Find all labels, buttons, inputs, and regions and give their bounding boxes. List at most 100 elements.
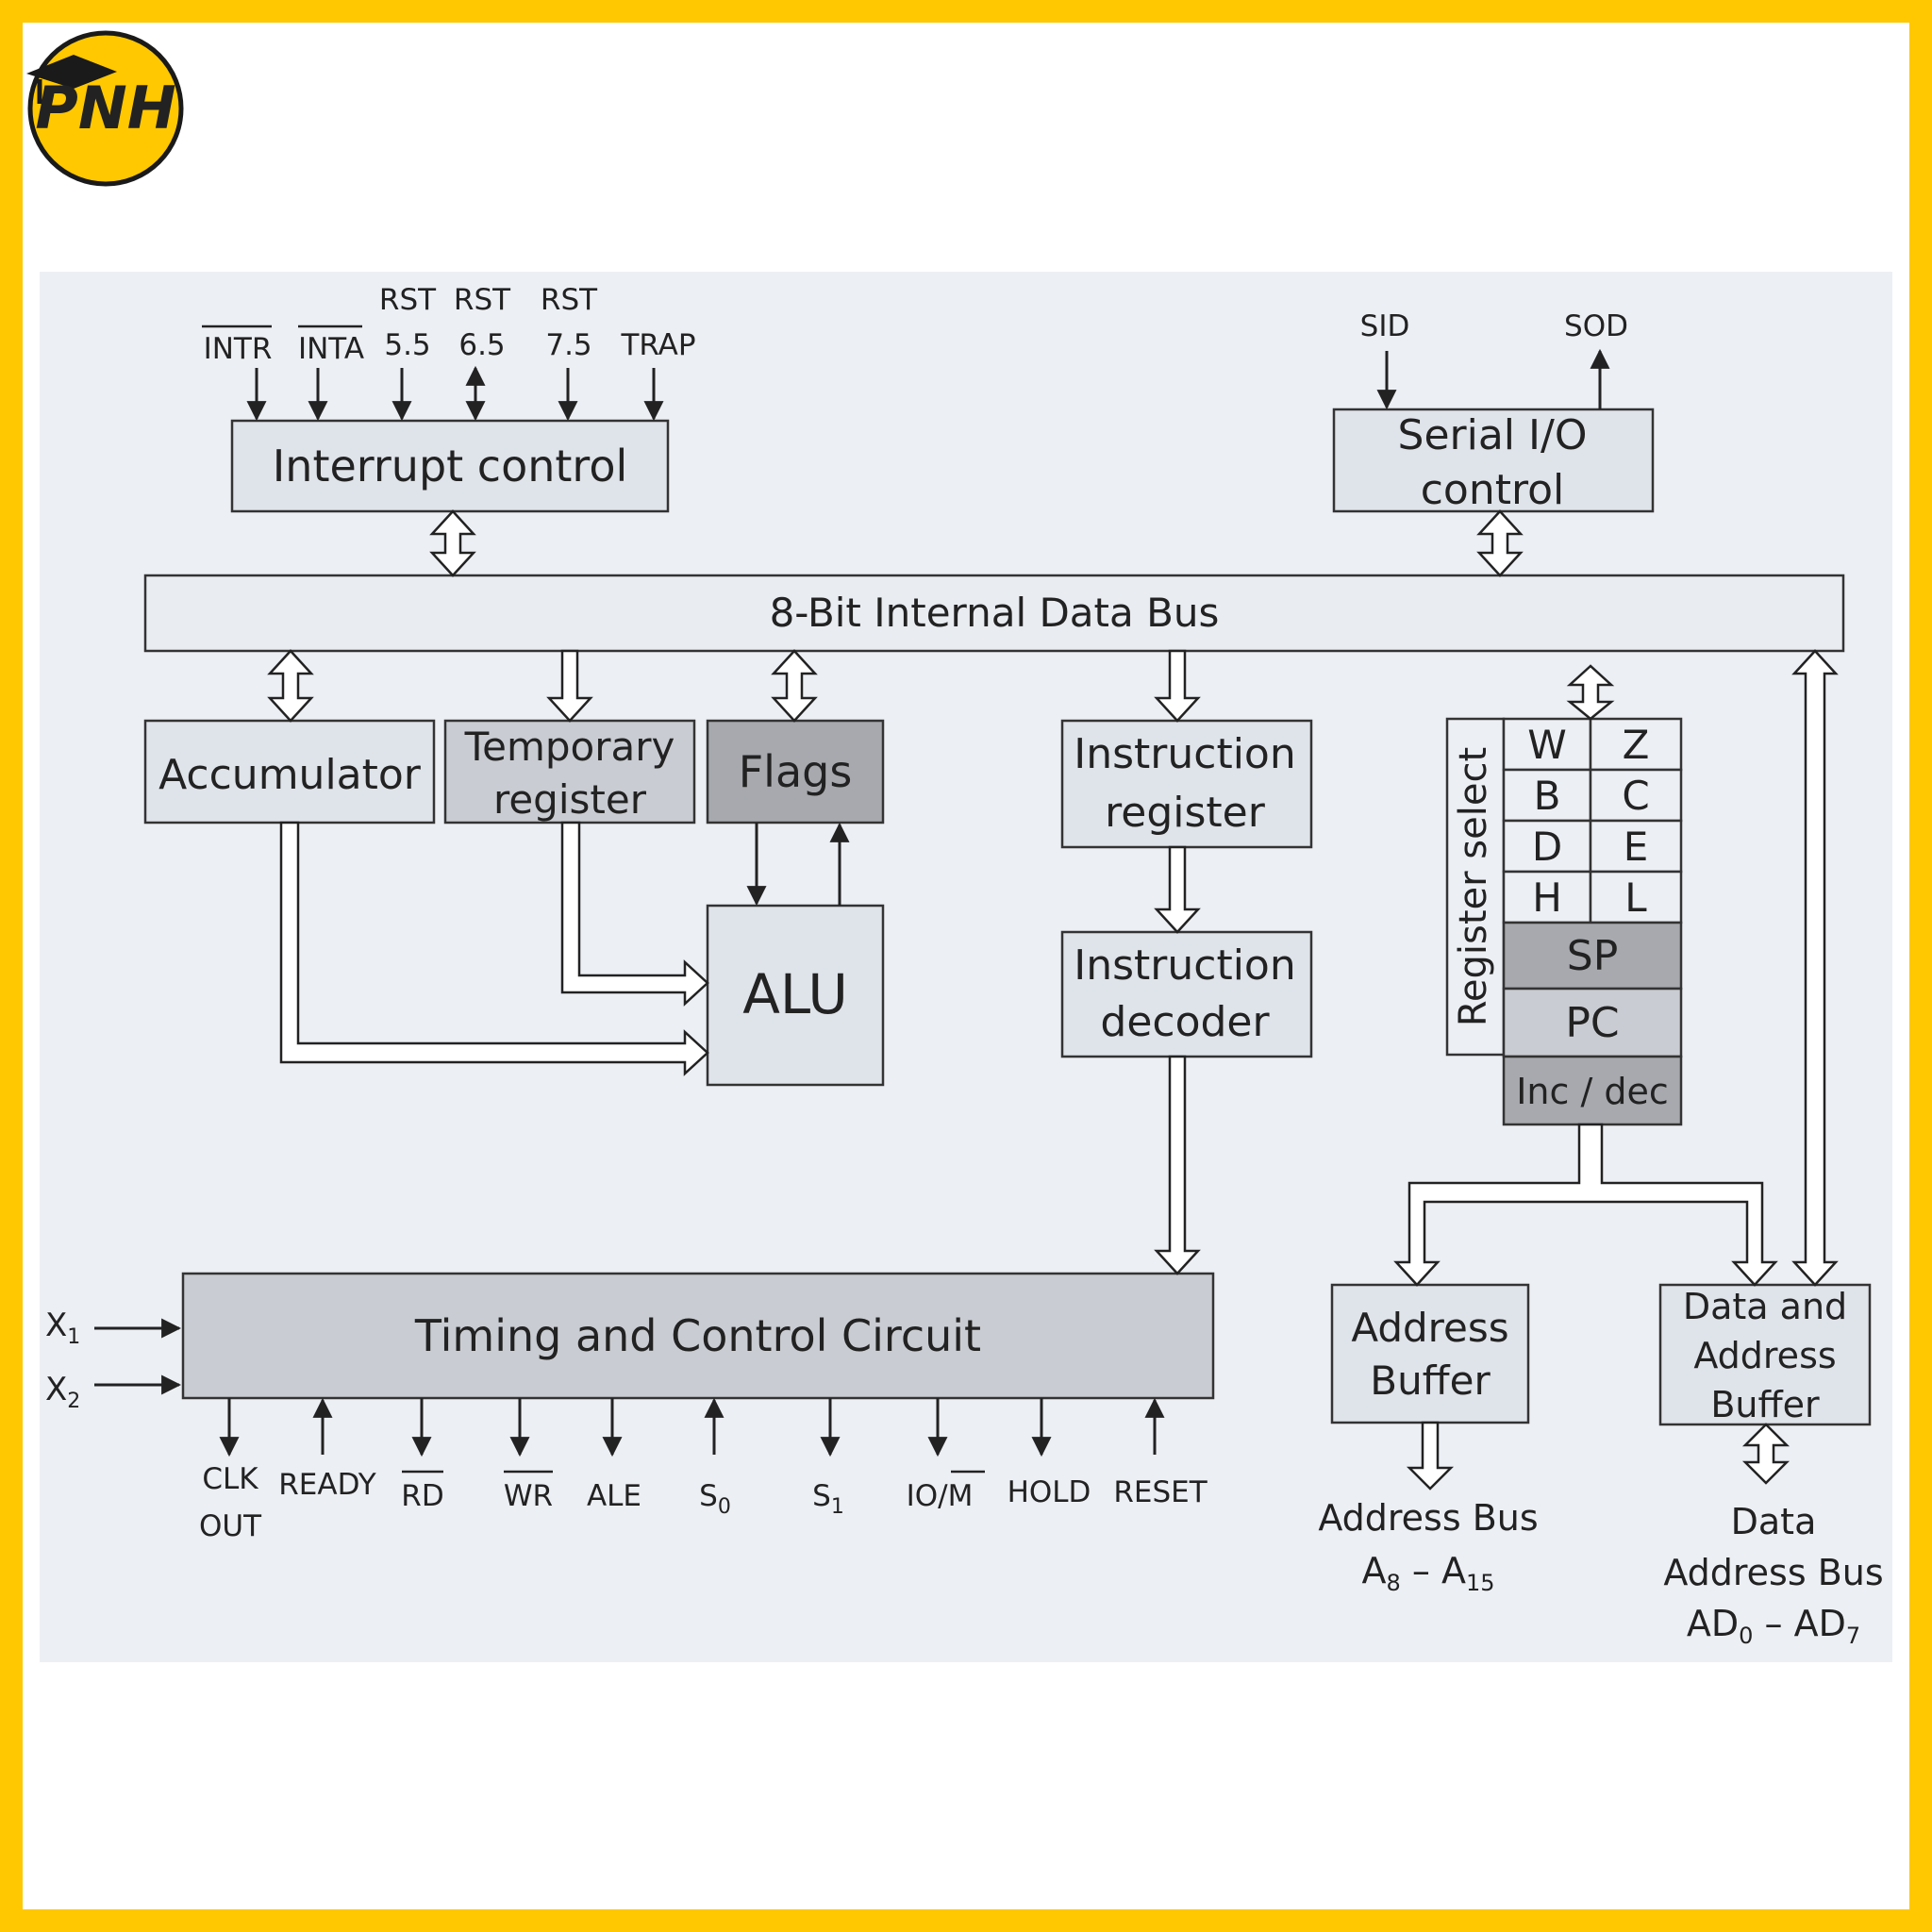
rst55-label-1: RST xyxy=(379,283,437,317)
decoder-timing-link xyxy=(1154,1055,1201,1275)
serial-io-title-1: Serial I/O xyxy=(1398,411,1588,459)
reg-z-label: Z xyxy=(1623,722,1650,768)
reset-label: RESET xyxy=(1113,1475,1208,1509)
alu-title: ALU xyxy=(742,962,848,1026)
bus-accumulator-link xyxy=(267,649,314,723)
ir-decoder-link xyxy=(1154,845,1201,934)
control-signal-labels: CLK OUT READY RD WR ALE S0 S1 IO/M HOLD … xyxy=(199,1462,1208,1543)
reg-e xyxy=(1589,819,1683,874)
bus-interrupt-link xyxy=(429,509,476,577)
logo-text: PNH xyxy=(35,74,175,142)
accumulator-box xyxy=(143,719,436,824)
reg-l-label: L xyxy=(1624,874,1647,921)
s1-label: S1 xyxy=(812,1479,844,1519)
sod-label: SOD xyxy=(1564,309,1628,343)
sp-label: SP xyxy=(1567,932,1618,980)
temp-alu-link xyxy=(560,821,709,1007)
bus-temp-link xyxy=(546,649,593,723)
data-bus-range: AD0 – AD7 xyxy=(1687,1603,1860,1649)
instruction-decoder-title-1: Instruction xyxy=(1074,941,1296,990)
box-titles: Interrupt control Serial I/O control 8-B… xyxy=(158,411,1847,1425)
reg-b-label: B xyxy=(1534,773,1561,819)
interrupt-control-title: Interrupt control xyxy=(273,441,628,491)
dabuf-bus-link xyxy=(1741,1423,1790,1485)
x2-label: X2 xyxy=(45,1371,80,1413)
rst75-label-2: 7.5 xyxy=(545,328,591,362)
register-select-label: Register select xyxy=(1452,747,1495,1026)
rst65-label-1: RST xyxy=(454,283,511,317)
reg-w-label: W xyxy=(1527,722,1567,768)
data-bus-label-1: Data xyxy=(1731,1501,1817,1542)
reg-h-label: H xyxy=(1532,874,1562,921)
flags-box xyxy=(706,719,885,824)
interrupt-labels: INTR INTA RST 5.5 RST 6.5 RST 7.5 TRAP xyxy=(202,283,696,366)
output-bus-labels: Address Bus A8 – A15 Data Address Bus AD… xyxy=(1318,1497,1883,1649)
address-bus-range: A8 – A15 xyxy=(1362,1550,1495,1596)
rd-label: RD xyxy=(401,1479,443,1513)
interrupt-control-box xyxy=(230,419,670,513)
instruction-register-title-2: register xyxy=(1105,789,1266,837)
temp-register-title-2: register xyxy=(493,776,647,823)
instruction-register-box xyxy=(1060,719,1313,849)
internal-bus-title: 8-Bit Internal Data Bus xyxy=(770,590,1220,636)
internal-data-bus xyxy=(143,574,1845,653)
s0-label: S0 xyxy=(699,1479,731,1519)
data-bus-label-2: Address Bus xyxy=(1663,1552,1883,1593)
instruction-decoder-title-2: decoder xyxy=(1100,998,1270,1046)
ale-label: ALE xyxy=(587,1479,641,1513)
intr-label: INTR xyxy=(204,332,273,366)
bus-flags-link xyxy=(771,649,818,723)
hold-label: HOLD xyxy=(1008,1475,1091,1509)
pc-label: PC xyxy=(1565,999,1619,1047)
instruction-decoder-box xyxy=(1060,930,1313,1058)
signal-arrows xyxy=(94,348,1610,1457)
reg-c xyxy=(1589,768,1683,823)
rst55-label-2: 5.5 xyxy=(384,328,430,362)
address-bus-label: Address Bus xyxy=(1318,1497,1538,1539)
reg-c-label: C xyxy=(1622,773,1649,819)
ready-label: READY xyxy=(278,1468,376,1502)
da-buffer-title-2: Address xyxy=(1693,1335,1836,1376)
da-buffer-title-3: Buffer xyxy=(1710,1384,1820,1425)
wr-label: WR xyxy=(504,1479,553,1513)
sid-label: SID xyxy=(1360,309,1410,343)
address-buffer-title-1: Address xyxy=(1351,1305,1508,1351)
pc-box xyxy=(1502,987,1683,1058)
flags-title: Flags xyxy=(739,746,853,797)
temporary-register-box xyxy=(443,719,696,824)
register-select-box xyxy=(1445,717,1506,1057)
x1-label: X1 xyxy=(45,1307,80,1349)
bus-serial-link xyxy=(1476,509,1524,577)
serial-io-box xyxy=(1332,408,1655,513)
addrbuf-bus-link xyxy=(1406,1421,1455,1491)
incdec-buffers-link xyxy=(1393,1123,1778,1287)
accumulator-title: Accumulator xyxy=(158,751,422,799)
incdec-label: Inc / dec xyxy=(1516,1071,1669,1112)
timing-control-title: Timing and Control Circuit xyxy=(414,1310,981,1361)
trap-label: TRAP xyxy=(620,328,695,362)
clk-label-1: CLK xyxy=(202,1462,258,1496)
bus-dabuffer-link xyxy=(1791,649,1839,1287)
logo: PNH xyxy=(26,30,184,187)
temp-register-title-1: Temporary xyxy=(464,724,675,770)
io-m-label: IO/M xyxy=(907,1479,974,1513)
address-buffer-title-2: Buffer xyxy=(1370,1357,1491,1404)
bus-ir-link xyxy=(1154,649,1201,723)
rst65-label-2: 6.5 xyxy=(458,328,505,362)
inta-label: INTA xyxy=(298,332,364,366)
reg-e-label: E xyxy=(1624,824,1649,870)
crystal-labels: X1 X2 xyxy=(45,1307,80,1413)
reg-d-label: D xyxy=(1532,824,1562,870)
bus-regarray-link xyxy=(1566,664,1615,721)
timing-control-box xyxy=(181,1272,1215,1400)
reg-b xyxy=(1502,768,1592,823)
da-buffer-title-1: Data and xyxy=(1683,1286,1847,1327)
graduation-cap-icon xyxy=(26,55,117,89)
rst75-label-1: RST xyxy=(541,283,598,317)
serial-io-title-2: control xyxy=(1421,466,1565,514)
alu-box xyxy=(706,904,885,1087)
instruction-register-title-1: Instruction xyxy=(1074,730,1296,778)
clk-label-2: OUT xyxy=(199,1509,262,1543)
boxes xyxy=(143,408,1872,1426)
